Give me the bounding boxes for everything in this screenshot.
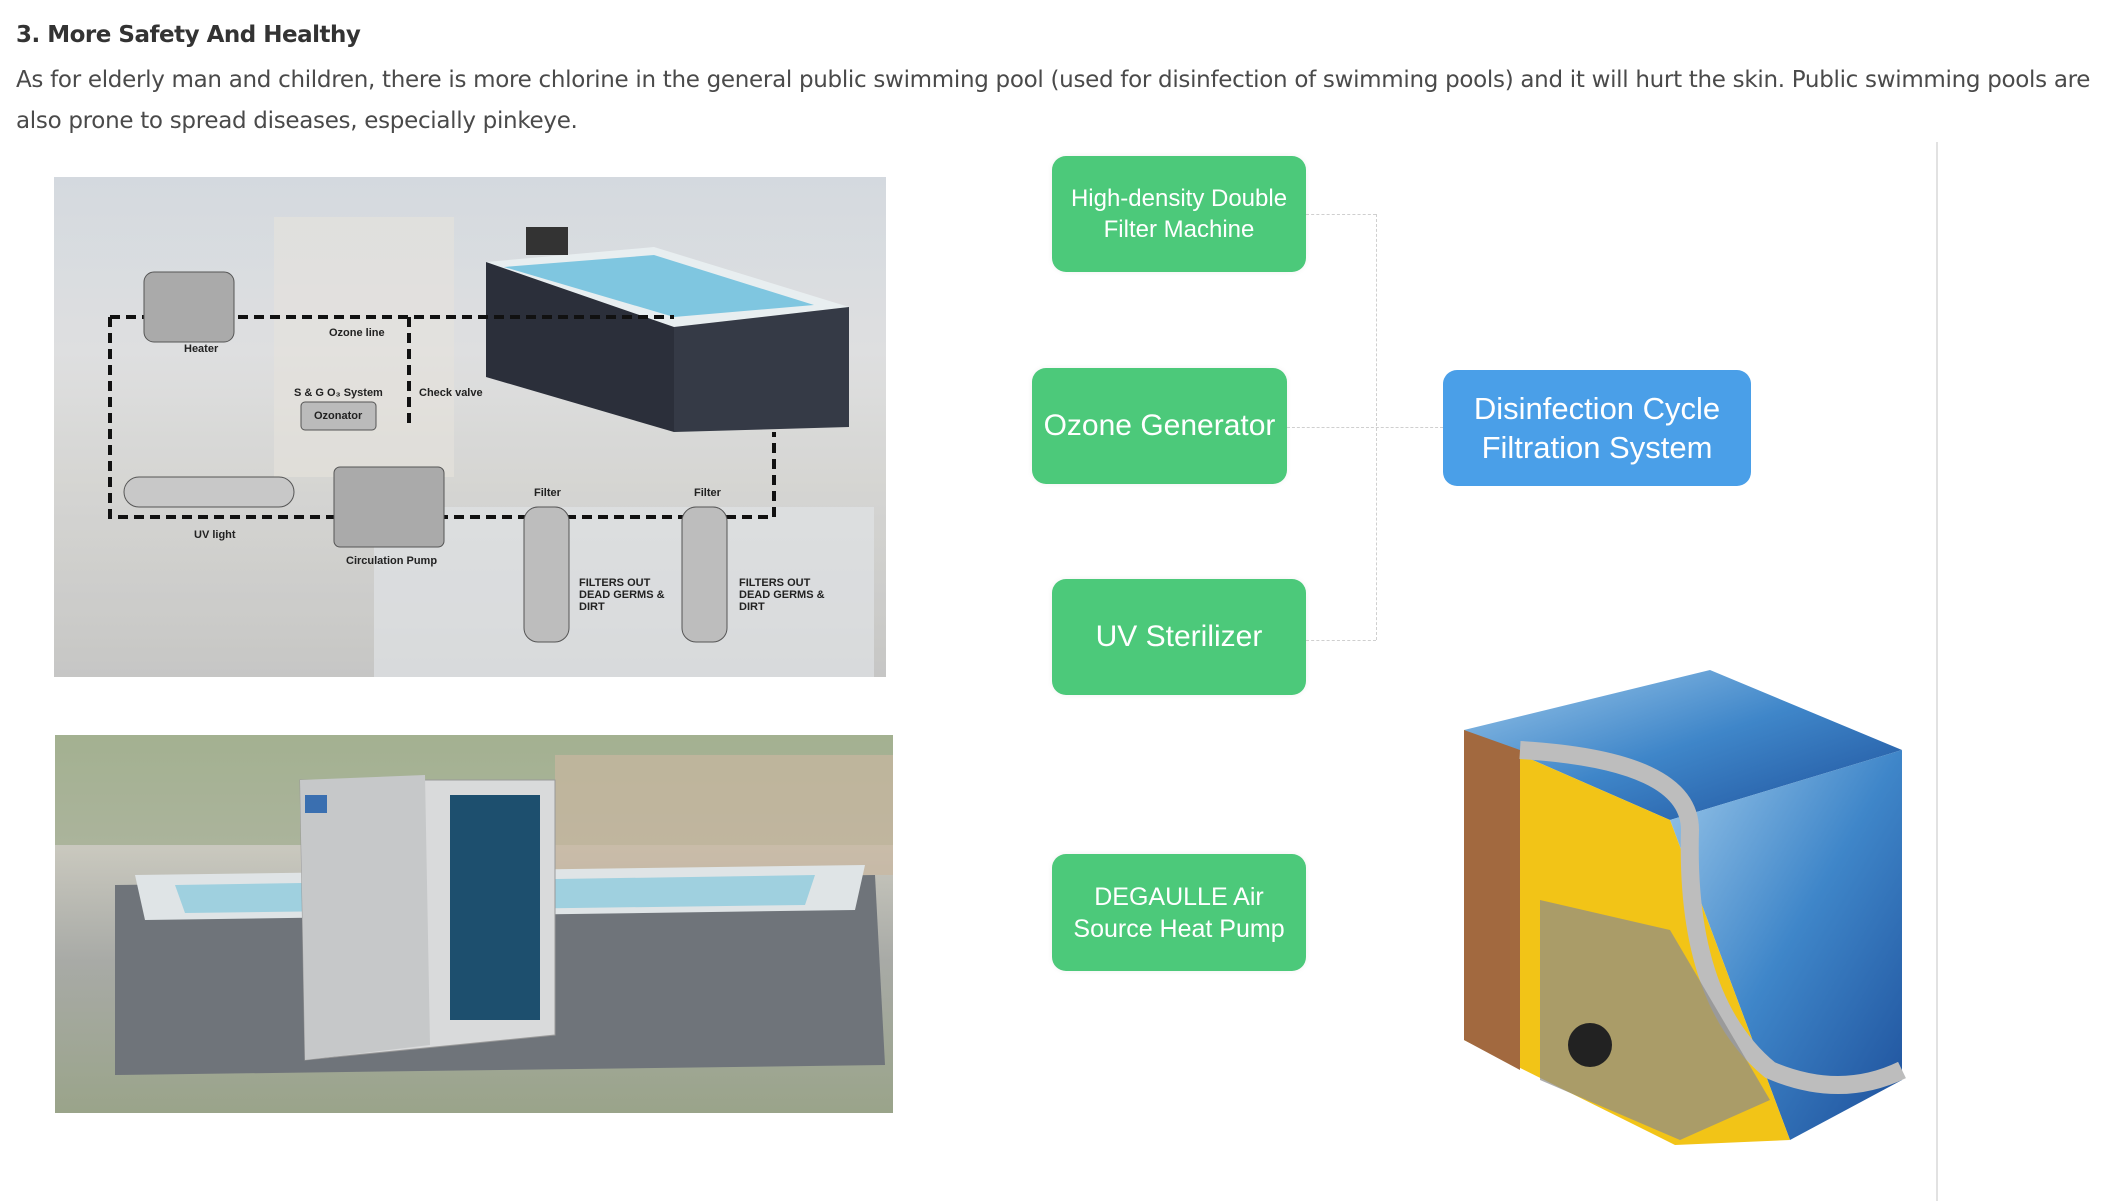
- label-filter-2: Filter: [694, 487, 721, 499]
- system-line: Disinfection Cycle: [1473, 391, 1721, 426]
- component-heat-pump: DEGAULLE Air Source Heat Pump: [1052, 854, 1306, 971]
- label-circulation-pump: Circulation Pump: [346, 555, 438, 567]
- connector-line: [1287, 427, 1443, 428]
- component-line: UV Sterilizer: [1095, 620, 1263, 653]
- label-filters-note-2: FILTERS OUT DEAD GERMS & DIRT: [739, 577, 825, 613]
- component-ozone-generator: Ozone Generator: [1032, 368, 1287, 484]
- label-filter-1: Filter: [534, 487, 561, 499]
- component-line: Ozone Generator: [1043, 409, 1276, 442]
- system-line: Filtration System: [1481, 430, 1713, 465]
- component-line: Source Heat Pump: [1073, 914, 1285, 943]
- component-line: DEGAULLE Air: [1094, 882, 1264, 911]
- component-uv-sterilizer: UV Sterilizer: [1052, 579, 1306, 695]
- component-line: Filter Machine: [1103, 216, 1255, 243]
- label-heater: Heater: [184, 343, 219, 355]
- column-divider: [1936, 142, 1938, 1201]
- spa-cross-section-image: [1440, 600, 1920, 1190]
- label-ozonator: Ozonator: [314, 410, 363, 422]
- component-line: High-density Double: [1070, 185, 1288, 212]
- label-ozone-line: Ozone line: [329, 327, 385, 339]
- label-system: S & G O₃ System: [294, 387, 383, 399]
- connector-line: [1306, 214, 1376, 215]
- section-paragraph: As for elderly man and children, there i…: [16, 67, 2091, 134]
- label-check-valve: Check valve: [419, 387, 483, 399]
- filtration-diagram-image: Heater Ozone line S & G O₃ System Check …: [54, 177, 886, 677]
- component-filter-machine: High-density Double Filter Machine: [1052, 156, 1306, 272]
- section-heading: 3. More Safety And Healthy: [16, 22, 361, 48]
- label-uv-light: UV light: [194, 529, 236, 541]
- system-disinfection-box: Disinfection Cycle Filtration System: [1443, 370, 1751, 486]
- connector-line: [1376, 214, 1377, 640]
- connector-line: [1306, 640, 1376, 641]
- label-filters-note-1: FILTERS OUT DEAD GERMS & DIRT: [579, 577, 665, 613]
- heat-pump-photo: [55, 735, 893, 1113]
